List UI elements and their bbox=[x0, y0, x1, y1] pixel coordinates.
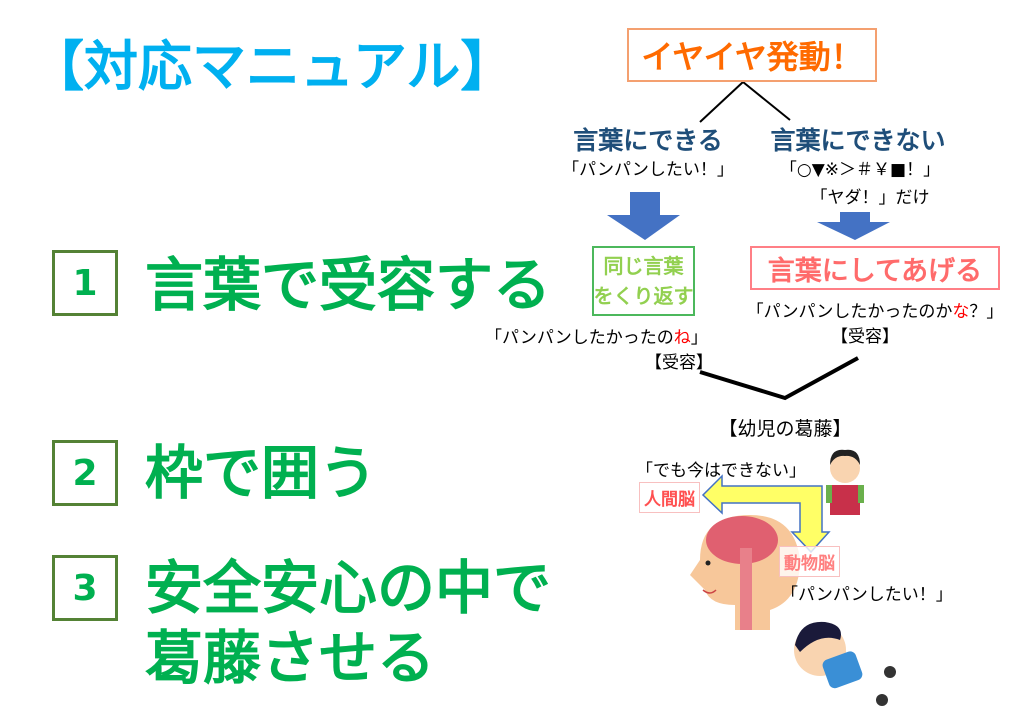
step-1-text: 言葉で受容する bbox=[145, 251, 552, 319]
trigger-box: イヤイヤ発動！ bbox=[627, 28, 877, 82]
right-heading: 言葉にできない bbox=[770, 126, 946, 155]
step-3-text-line2: 葛藤させる bbox=[145, 624, 436, 692]
right-quote-1: 「○▼※＞＃￥■！」 bbox=[779, 160, 941, 180]
left-response: 「パンパンしたかったのね」 bbox=[485, 328, 708, 348]
page-title: 【対応マニュアル】 bbox=[30, 35, 515, 98]
mother-quote: 「でも今はできない」 bbox=[636, 461, 806, 481]
step-1-number: 1 bbox=[52, 250, 118, 316]
step-2-text: 枠で囲う bbox=[145, 439, 378, 507]
animal-brain-label: 動物脳 bbox=[779, 546, 840, 577]
right-quote-2: 「ヤダ！」だけ bbox=[810, 188, 930, 208]
right-response: 「パンパンしたかったのかな？」 bbox=[746, 302, 1004, 322]
yellow-arrow bbox=[701, 474, 831, 554]
brain-head-illustration bbox=[690, 515, 800, 630]
left-quote: 「パンパンしたい！」 bbox=[562, 160, 734, 180]
down-arrow-right bbox=[817, 212, 890, 240]
left-heading: 言葉にできる bbox=[573, 126, 723, 155]
step-2-number: 2 bbox=[52, 440, 118, 506]
mother-illustration bbox=[826, 449, 864, 515]
merge-lines bbox=[699, 356, 859, 401]
verbalize-box: 言葉にしてあげる bbox=[750, 246, 1000, 290]
step-3-text-line1: 安全安心の中で bbox=[145, 554, 552, 622]
repeat-words-line2: をくり返す bbox=[593, 284, 694, 308]
child-quote: 「パンパンしたい！」 bbox=[781, 585, 953, 605]
down-arrow-left bbox=[607, 192, 680, 240]
human-brain-label: 人間脳 bbox=[639, 482, 700, 513]
right-acceptance-tag: 【受容】 bbox=[831, 327, 899, 347]
repeat-words-line1: 同じ言葉 bbox=[603, 254, 684, 278]
left-acceptance-tag: 【受容】 bbox=[645, 353, 713, 373]
step-3-number: 3 bbox=[52, 555, 118, 621]
repeat-words-box: 同じ言葉 をくり返す bbox=[592, 246, 695, 316]
conflict-title: 【幼児の葛藤】 bbox=[718, 418, 852, 440]
crying-child-illustration bbox=[794, 621, 896, 706]
